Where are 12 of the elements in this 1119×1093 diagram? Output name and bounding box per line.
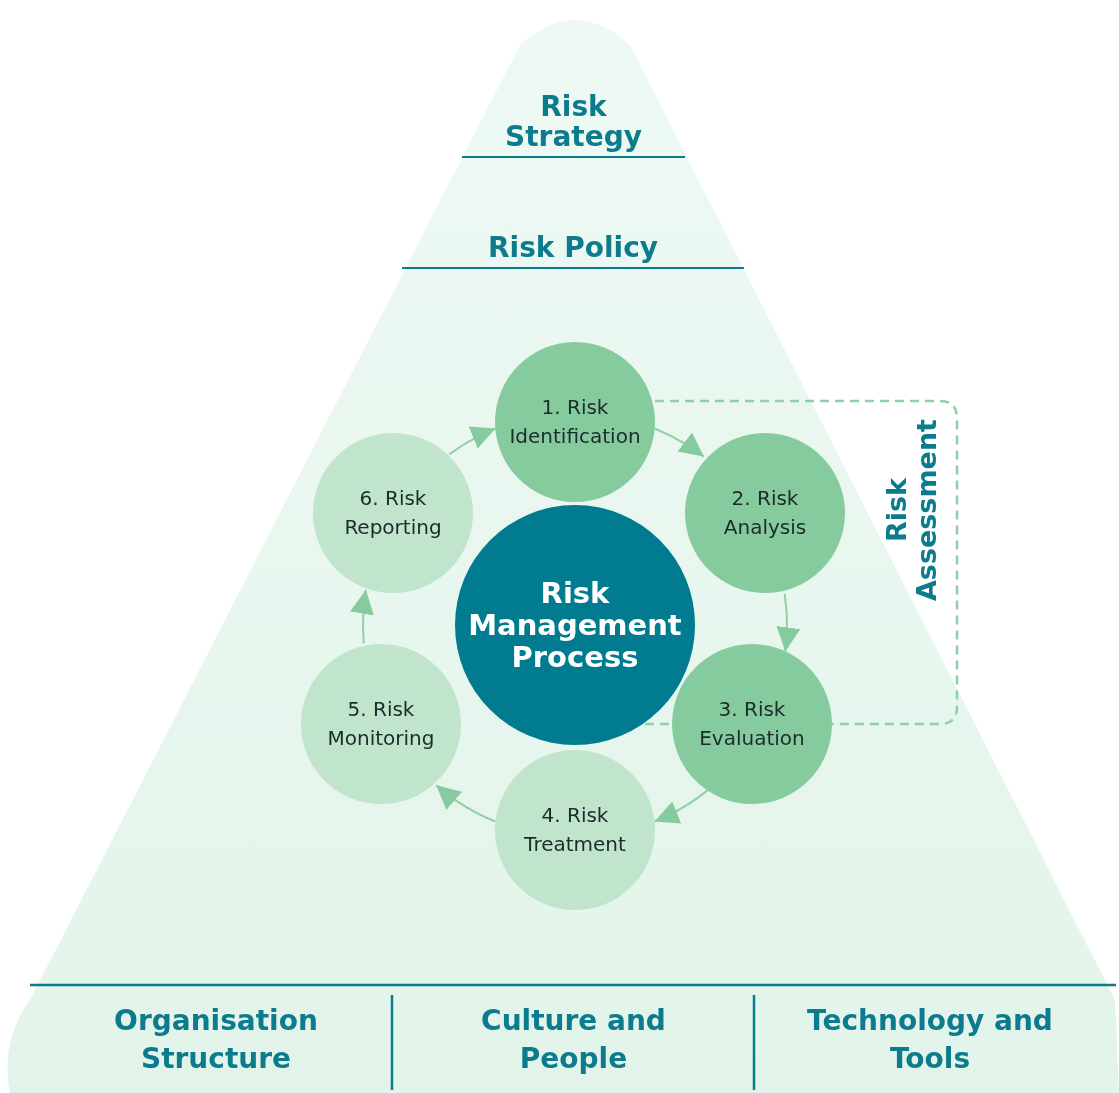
cycle-arrow xyxy=(653,789,709,824)
group-label: Risk Assessment xyxy=(882,417,942,604)
pillar-heading: Organisation Structure xyxy=(40,995,392,1085)
pillar-heading: Culture and People xyxy=(393,995,754,1085)
cycle-arrow xyxy=(435,784,497,823)
pillar-heading: Technology and Tools xyxy=(755,995,1105,1085)
cycle-arrow xyxy=(350,588,375,645)
cycle-arrow xyxy=(776,592,800,653)
cycle-arrow xyxy=(448,426,497,456)
tier-heading: Risk Policy xyxy=(402,215,744,269)
tier-heading: Risk Strategy xyxy=(462,80,685,158)
cycle-arrow xyxy=(653,427,705,458)
